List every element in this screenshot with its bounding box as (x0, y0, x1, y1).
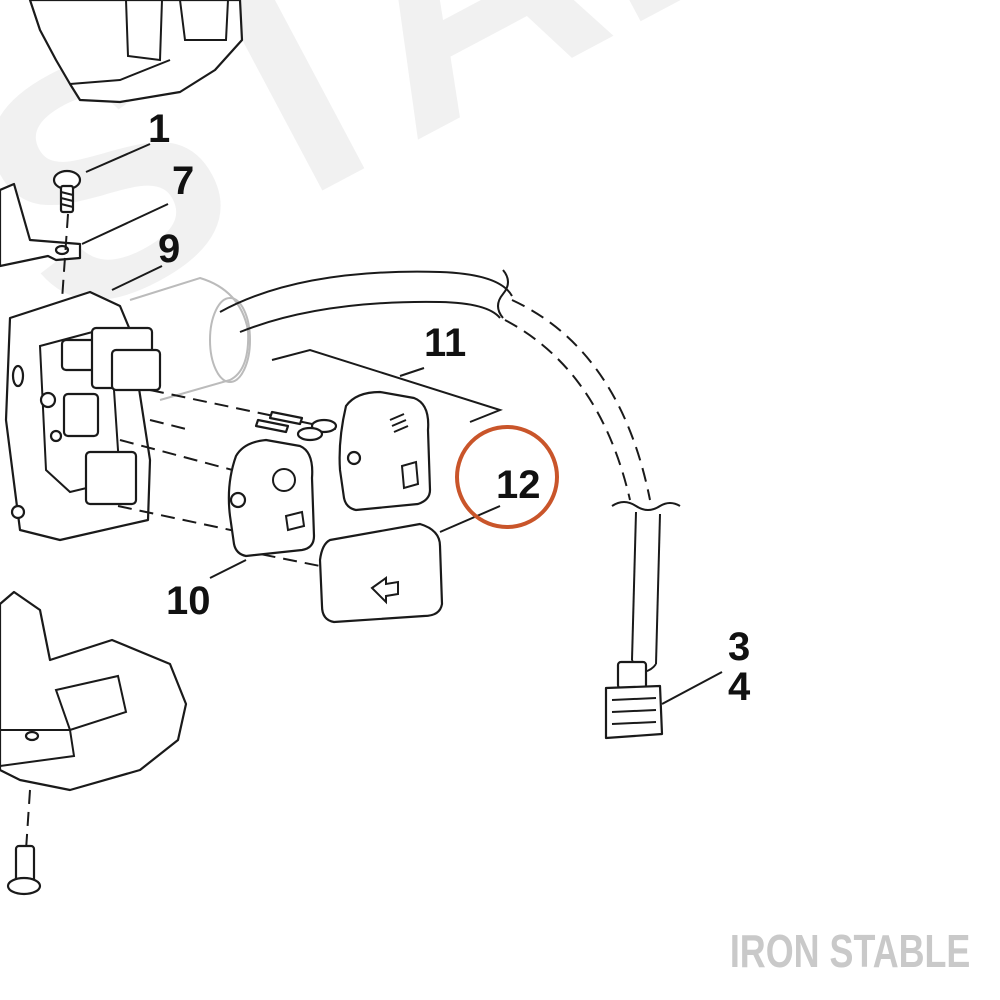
switch-housing-9 (4, 290, 162, 542)
switch-cap-12-icon (318, 522, 444, 624)
switch-cap-11-icon (338, 390, 432, 512)
connector-3-4-icon (604, 660, 664, 740)
callout-11: 11 (424, 321, 466, 365)
callout-10: 10 (166, 579, 211, 623)
springs-and-detents-icon (254, 410, 338, 442)
brand-logo-text: IRON STABLE (729, 925, 970, 977)
switch-cap-10-icon (227, 438, 316, 558)
leader-11-bracket (271, 348, 503, 423)
callout-4: 4 (728, 665, 751, 709)
leader-lines (81, 143, 723, 705)
upper-switch-housing (28, 0, 244, 104)
callout-12: 12 (496, 463, 541, 507)
callout-1: 1 (148, 107, 170, 151)
screw-1-icon (52, 169, 82, 214)
highlight-ring-12 (455, 425, 559, 529)
screw-bottom-icon (6, 844, 42, 896)
callout-3: 3 (728, 625, 750, 669)
callout-9: 9 (158, 227, 180, 271)
lower-switch-housing (0, 590, 188, 792)
callout-7: 7 (172, 159, 194, 203)
